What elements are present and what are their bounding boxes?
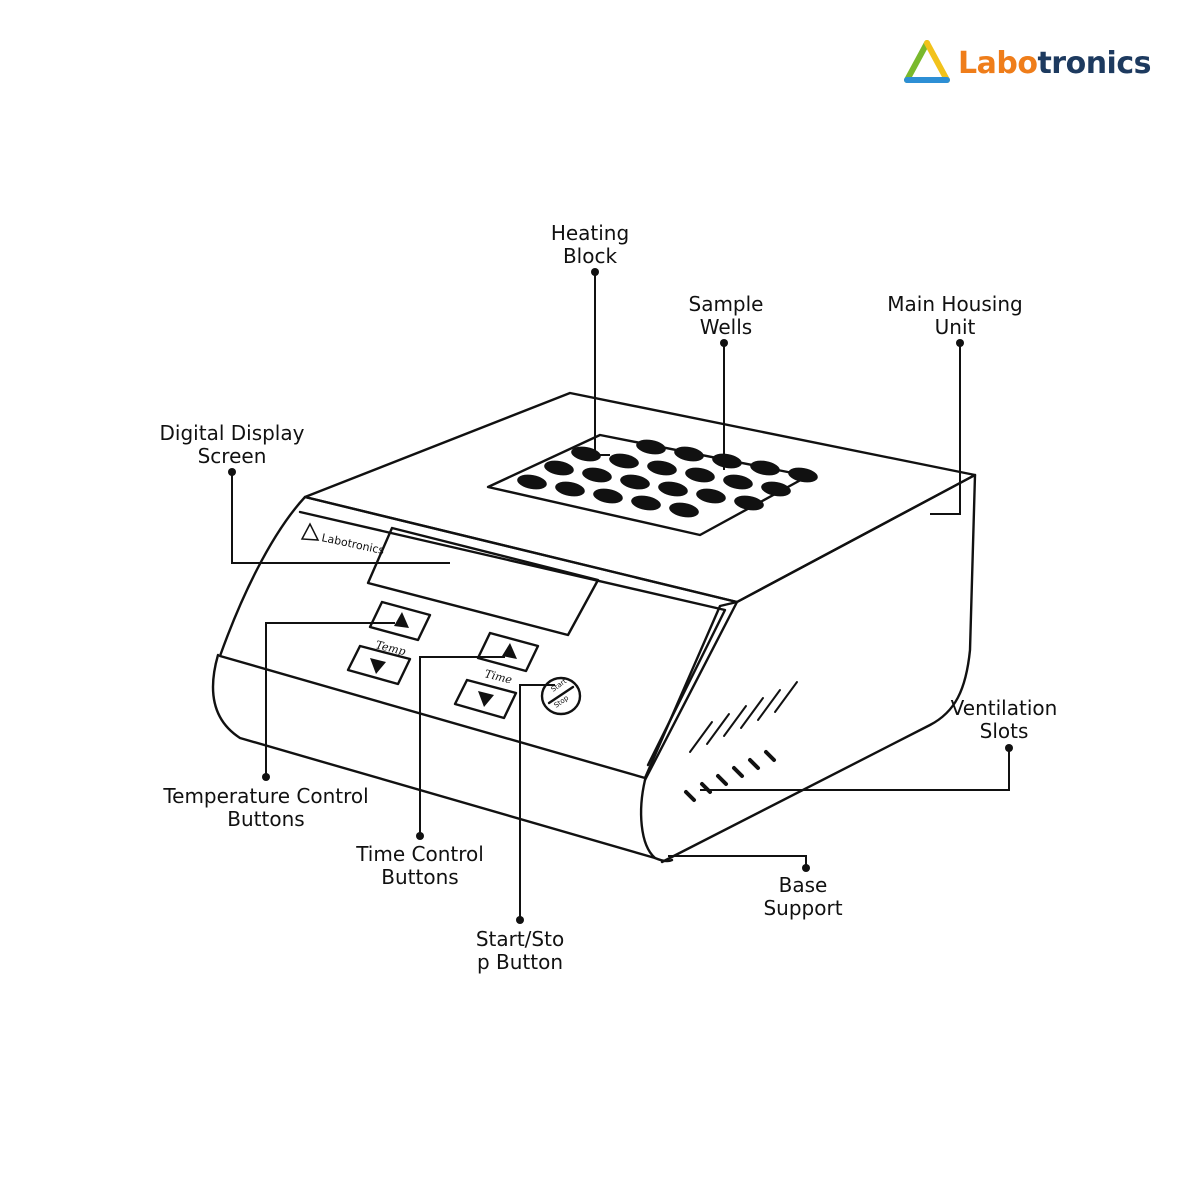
start-stop-button xyxy=(540,676,582,716)
start-stop-bottom-caption: Stop xyxy=(553,694,571,710)
arrow-down-icon xyxy=(478,691,494,707)
panel-brand-text: Labotronics xyxy=(320,531,385,557)
ventilation-slot xyxy=(764,750,776,762)
leader-temperature-control xyxy=(265,622,395,777)
main-housing-side xyxy=(660,473,977,864)
ventilation-slot xyxy=(706,713,730,745)
sample-well xyxy=(571,446,601,462)
base-support xyxy=(211,653,674,863)
arrow-down-icon xyxy=(370,658,386,674)
brand-logo: Labotronics xyxy=(902,38,1151,88)
time-up-button xyxy=(476,631,540,673)
leader-main-housing xyxy=(930,343,961,515)
ventilation-slot xyxy=(757,689,781,721)
leader-digital-display xyxy=(231,472,450,564)
arrow-up-icon xyxy=(394,612,409,628)
sample-well xyxy=(761,481,791,497)
sample-wells xyxy=(517,439,818,518)
front-lower-curve xyxy=(639,778,657,860)
temp-down-button xyxy=(346,644,412,686)
brand-name: Labotronics xyxy=(958,45,1151,81)
sample-well xyxy=(582,467,612,483)
sample-well xyxy=(696,488,726,504)
sample-well xyxy=(658,481,688,497)
ventilation-slot xyxy=(732,766,744,778)
sample-well xyxy=(712,453,742,469)
leader-ventilation xyxy=(700,748,1010,791)
button-arrows xyxy=(370,612,517,707)
panel-side-bevel xyxy=(643,600,739,782)
sample-well xyxy=(723,474,753,490)
sample-well xyxy=(631,495,661,511)
front-control-panel xyxy=(218,495,739,780)
sample-well xyxy=(734,495,764,511)
sample-well xyxy=(620,474,650,490)
sample-well xyxy=(636,439,666,455)
time-caption: Time xyxy=(483,667,514,686)
sample-well xyxy=(788,467,818,483)
ventilation-slot xyxy=(740,697,764,729)
leader-time-control xyxy=(419,656,505,836)
leader-start-stop xyxy=(519,684,555,920)
sample-well xyxy=(544,460,574,476)
panel-logo-icon xyxy=(300,522,320,541)
sample-well xyxy=(517,474,547,490)
leader-base-support xyxy=(668,855,807,868)
ventilation-slot xyxy=(689,721,713,753)
ventilation-slots xyxy=(684,681,798,802)
brand-triangle-icon xyxy=(904,40,950,83)
ventilation-slot xyxy=(774,681,798,713)
sample-well xyxy=(669,502,699,518)
leader-heating-block xyxy=(594,272,610,456)
ventilation-slot xyxy=(684,790,696,802)
leader-dots xyxy=(228,268,1013,924)
temp-caption: Temp xyxy=(374,638,407,658)
temp-up-button xyxy=(368,600,432,642)
sample-well xyxy=(555,481,585,497)
sample-well xyxy=(647,460,677,476)
ventilation-slot xyxy=(716,774,728,786)
sample-well xyxy=(674,446,704,462)
sample-well xyxy=(593,488,623,504)
ventilation-slot xyxy=(723,705,747,737)
time-down-button xyxy=(453,678,518,720)
arrow-up-icon xyxy=(502,643,517,659)
panel-inner-bevel xyxy=(298,510,727,767)
digital-display-screen xyxy=(366,526,600,637)
sample-well xyxy=(750,460,780,476)
sample-well xyxy=(685,467,715,483)
ventilation-slot xyxy=(748,758,760,770)
sample-well xyxy=(609,453,639,469)
